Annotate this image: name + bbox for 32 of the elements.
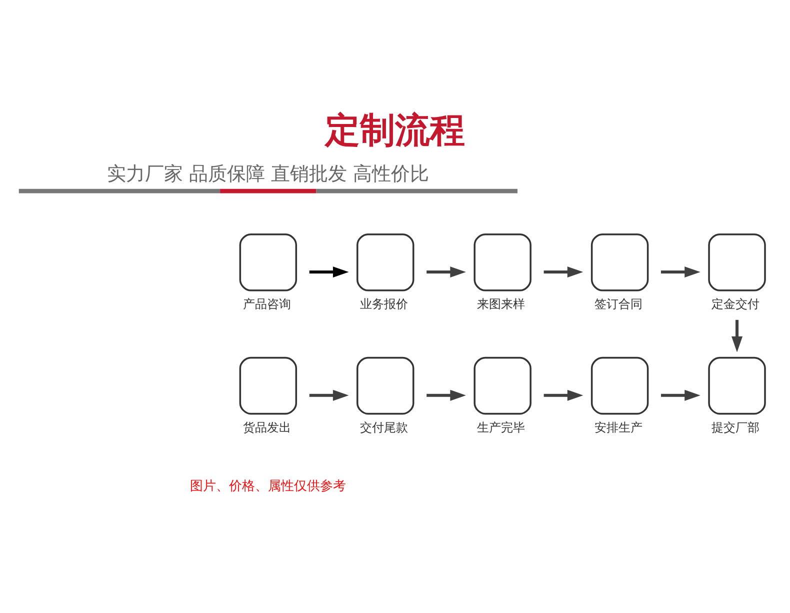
- arrow: [661, 266, 700, 278]
- node-label: 定金交付: [712, 296, 760, 311]
- label: 图片、价格、属性仅供参考: [190, 478, 346, 494]
- node-box: [356, 233, 414, 291]
- node-label: 签订合同: [594, 296, 642, 311]
- node-box: [590, 356, 649, 414]
- arrow: [544, 389, 584, 400]
- node-box: [356, 356, 414, 414]
- node-box: [708, 233, 766, 291]
- node-label: 产品咨询: [242, 296, 291, 311]
- arrow: [426, 266, 466, 278]
- arrow: [732, 319, 743, 352]
- label: 实力厂家 品质保障 直销批发 高性价比: [106, 161, 430, 184]
- node-label: 生产完毕: [477, 420, 526, 434]
- arrow: [661, 389, 700, 400]
- node-label: 安排生产: [594, 420, 642, 434]
- arrow: [544, 266, 584, 278]
- node-label: 货品发出: [242, 420, 291, 434]
- arrow: [309, 266, 349, 278]
- node-label: 来图来样: [477, 296, 526, 311]
- node-label: 业务报价: [360, 296, 408, 311]
- arrow: [426, 389, 466, 400]
- node-box: [474, 233, 532, 291]
- arrow: [309, 389, 349, 400]
- node-box: [708, 356, 766, 414]
- node-box: [474, 356, 532, 414]
- diagram-title: 定制流程: [325, 110, 466, 151]
- node-label: 交付尾款: [360, 420, 408, 434]
- node-box: [239, 356, 298, 414]
- node-label: 提交厂部: [712, 420, 760, 434]
- node-box: [239, 233, 298, 291]
- node-box: [590, 233, 649, 291]
